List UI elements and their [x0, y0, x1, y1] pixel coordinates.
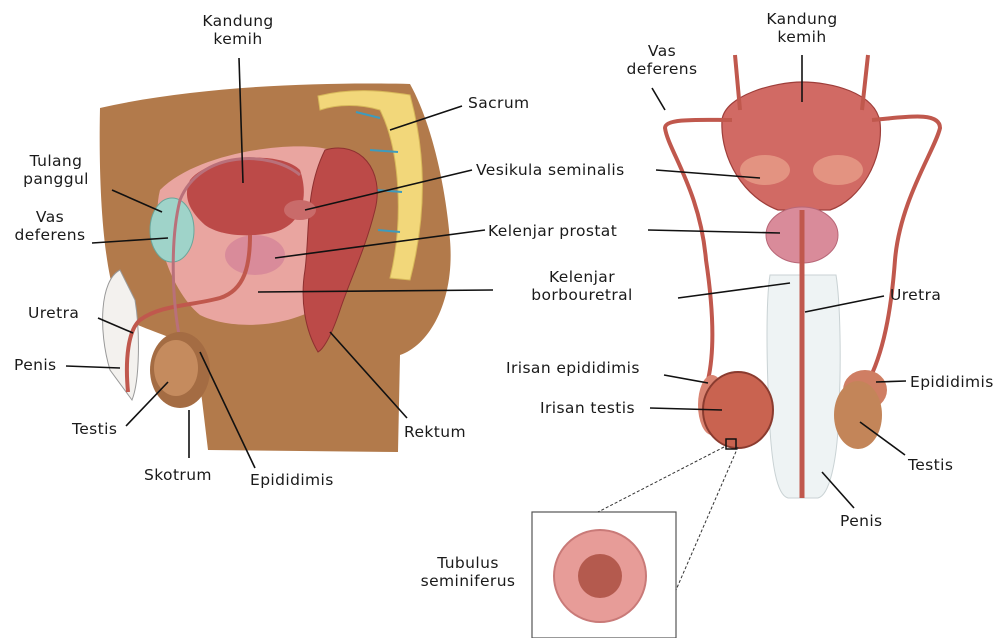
seminal-vesicle-left-frontal — [740, 155, 790, 185]
seminal-vesicle-right-frontal — [813, 155, 863, 185]
bladder-frontal — [722, 82, 881, 210]
label-skotrum: Skotrum — [144, 466, 212, 484]
label-vesikula-seminalis: Vesikula seminalis — [476, 161, 625, 179]
label-irisan-epididimis: Irisan epididimis — [506, 359, 640, 377]
label-kelenjar-prostat: Kelenjar prostat — [488, 222, 617, 240]
label-penis-left: Penis — [14, 356, 57, 374]
label-testis-left: Testis — [71, 420, 117, 438]
vas-deferens-left-frontal — [665, 120, 732, 380]
label-epididimis-left: Epididimis — [250, 471, 334, 489]
vas-deferens-right-frontal — [870, 117, 940, 379]
label-irisan-testis: Irisan testis — [540, 399, 635, 417]
label-uretra-left: Uretra — [28, 304, 79, 322]
label-testis-right: Testis — [907, 456, 953, 474]
label-epididimis-right: Epididimis — [910, 373, 994, 391]
seminal-vesicle — [284, 200, 316, 220]
frontal-illustration — [532, 55, 940, 638]
testis-right — [834, 381, 882, 449]
label-penis-right: Penis — [840, 512, 883, 530]
sagittal-illustration — [100, 83, 451, 452]
label-rektum: Rektum — [404, 423, 466, 441]
label-sacrum: Sacrum — [468, 94, 530, 112]
prostate-organ — [225, 235, 285, 275]
label-uretra-right: Uretra — [890, 286, 941, 304]
testis-organ — [154, 340, 198, 396]
